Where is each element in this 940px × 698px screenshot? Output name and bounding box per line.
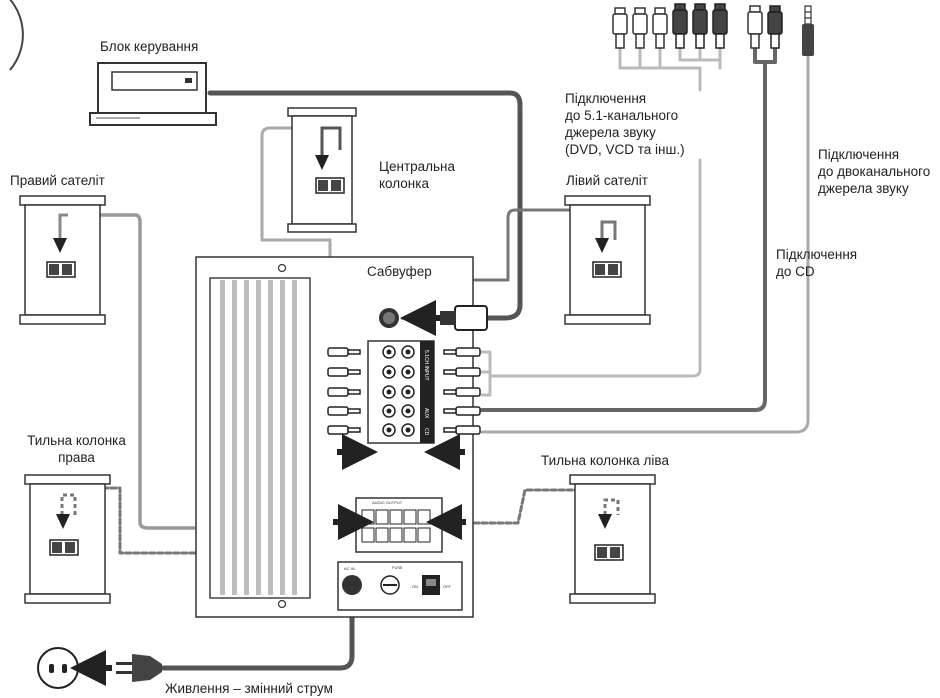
svg-text:AC IN: AC IN <box>344 566 355 571</box>
cables <box>63 46 810 671</box>
rca-plug-icon <box>327 347 361 435</box>
svg-text:CD: CD <box>423 428 429 436</box>
audio-output-panel <box>355 497 443 553</box>
svg-text:DVD: DVD <box>401 316 410 321</box>
arrow-icon <box>53 238 67 253</box>
arrow-icon <box>56 514 70 529</box>
corner-arc <box>9 0 24 71</box>
svg-text:AUDIO OUTPUT: AUDIO OUTPUT <box>372 500 403 505</box>
svg-text:AUX: AUX <box>423 408 429 419</box>
ac-socket-icon <box>342 575 362 595</box>
source-51-label: Підключення до 5.1-канального джерела зв… <box>565 91 685 157</box>
arrow-icon <box>315 155 329 170</box>
control-unit <box>89 62 217 126</box>
subwoofer-label: Сабвуфер <box>367 264 432 279</box>
svg-text:OFF: OFF <box>443 584 452 589</box>
arrow-icon <box>598 514 612 529</box>
center-speaker-label: Центральна колонка <box>379 159 456 191</box>
power-label: Живлення – змінний струм <box>165 681 333 696</box>
rear-left-speaker <box>569 474 656 604</box>
source-stereo-label: Підключення до двоканального джерела зву… <box>818 147 931 196</box>
control-unit-label: Блок керування <box>100 39 199 54</box>
power-plug-icon <box>116 654 162 682</box>
svg-text:FUSE: FUSE <box>392 565 403 570</box>
subwoofer: DVD 5.1CH INPUT AUX CD <box>195 256 488 618</box>
center-speaker <box>287 107 357 233</box>
left-satellite-label: Лівий сателіт <box>566 173 648 188</box>
rear-left-label: Тильна колонка ліва <box>541 453 669 468</box>
rear-right-speaker <box>24 474 111 604</box>
power-outlet-icon <box>37 647 79 689</box>
jack-plug-icon <box>802 5 814 56</box>
right-satellite <box>19 195 106 325</box>
right-satellite-label: Правий сателіт <box>10 173 105 188</box>
power-outlet <box>37 647 162 689</box>
cd-label: Підключення до CD <box>776 247 858 279</box>
svg-text:ON: ON <box>412 584 418 589</box>
din-plug-icon <box>454 305 488 331</box>
svg-text:5.1CH INPUT: 5.1CH INPUT <box>423 350 429 381</box>
source-plugs <box>612 3 814 56</box>
arrow-icon <box>595 238 609 253</box>
rear-right-label: Тильна колонка права <box>27 433 126 465</box>
left-satellite <box>564 195 651 325</box>
